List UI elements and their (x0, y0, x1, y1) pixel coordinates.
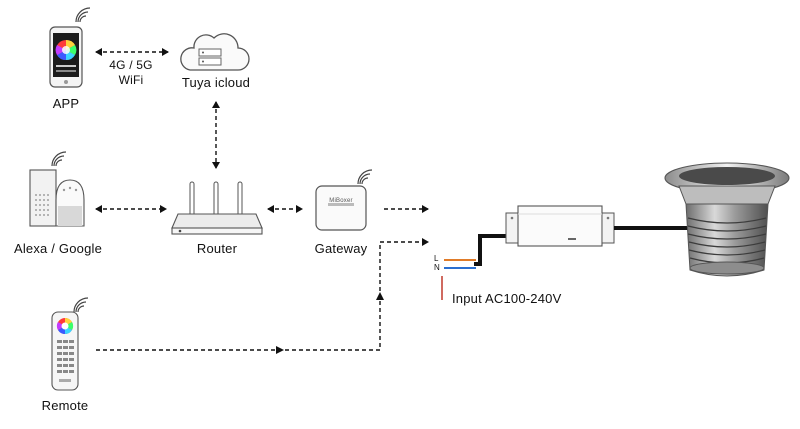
wifi-signal-icon (357, 169, 373, 185)
alexa-label: Alexa / Google (13, 241, 103, 256)
downlight-icon (664, 162, 790, 277)
smart-speaker-icon (29, 169, 85, 227)
network-label-line2: WiFi (118, 73, 144, 87)
gateway-icon (315, 185, 367, 231)
gateway-brand: MiBoxer (329, 198, 353, 204)
remote-control-icon (51, 311, 79, 391)
cloud-icon (180, 33, 250, 71)
router-icon (171, 181, 263, 235)
terminal-l-label: L (434, 254, 439, 263)
router-label: Router (196, 241, 238, 256)
ac-input-wires (441, 259, 476, 300)
led-driver-box (505, 205, 615, 247)
phone-icon (49, 26, 83, 88)
input-voltage-label: Input AC100-240V (452, 291, 562, 306)
wifi-signal-icon (51, 151, 67, 167)
wifi-signal-icon (75, 7, 91, 23)
cloud-label: Tuya icloud (181, 75, 251, 90)
remote-label: Remote (41, 398, 89, 413)
gateway-label: Gateway (314, 241, 368, 256)
remote-path-arrow-mid (276, 346, 284, 354)
terminal-n-label: N (434, 263, 440, 272)
remote-path-arrow-up (376, 292, 384, 300)
app-label: APP (52, 96, 80, 111)
wifi-signal-icon (73, 297, 89, 313)
network-label-line1: 4G / 5G (109, 58, 153, 72)
input-cable (474, 234, 512, 266)
